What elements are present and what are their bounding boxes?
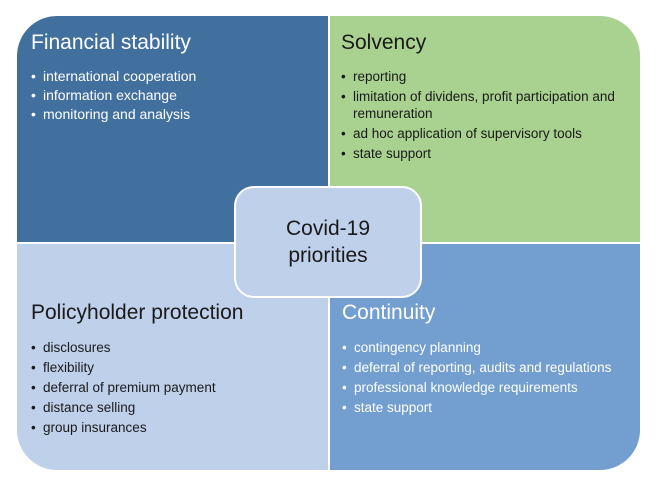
list-item: information exchange <box>31 87 321 104</box>
list-item: deferral of reporting, audits and regula… <box>342 359 632 376</box>
list-item: deferral of premium payment <box>31 379 321 396</box>
list-item: state support <box>342 399 632 416</box>
list-item: flexibility <box>31 359 321 376</box>
list-item: group insurances <box>31 419 321 436</box>
quadrant-list: disclosures flexibility deferral of prem… <box>31 339 321 439</box>
quadrant-title: Policyholder protection <box>31 301 244 324</box>
quadrant-title: Financial stability <box>31 31 191 54</box>
quadrant-title: Continuity <box>342 301 436 324</box>
list-item: limitation of dividens, profit participa… <box>341 88 633 122</box>
quadrant-title: Solvency <box>341 31 427 54</box>
quadrant-list: contingency planning deferral of reporti… <box>342 339 632 419</box>
quadrant-list: reporting limitation of dividens, profit… <box>341 68 633 165</box>
center-label: Covid-19 priorities <box>285 217 371 267</box>
list-item: professional knowledge requirements <box>342 379 632 396</box>
list-item: state support <box>341 145 633 162</box>
list-item: distance selling <box>31 399 321 416</box>
list-item: monitoring and analysis <box>31 106 321 123</box>
quadrant-list: international cooperation information ex… <box>31 68 321 125</box>
list-item: disclosures <box>31 339 321 356</box>
quadrant-solvency: Solvency reporting limitation of dividen… <box>329 16 640 243</box>
list-item: reporting <box>341 68 633 85</box>
center-box: Covid-19 priorities <box>234 186 422 298</box>
list-item: international cooperation <box>31 68 321 85</box>
list-item: ad hoc application of supervisory tools <box>341 125 633 142</box>
list-item: contingency planning <box>342 339 632 356</box>
quadrant-financial-stability: Financial stability international cooper… <box>17 16 329 243</box>
